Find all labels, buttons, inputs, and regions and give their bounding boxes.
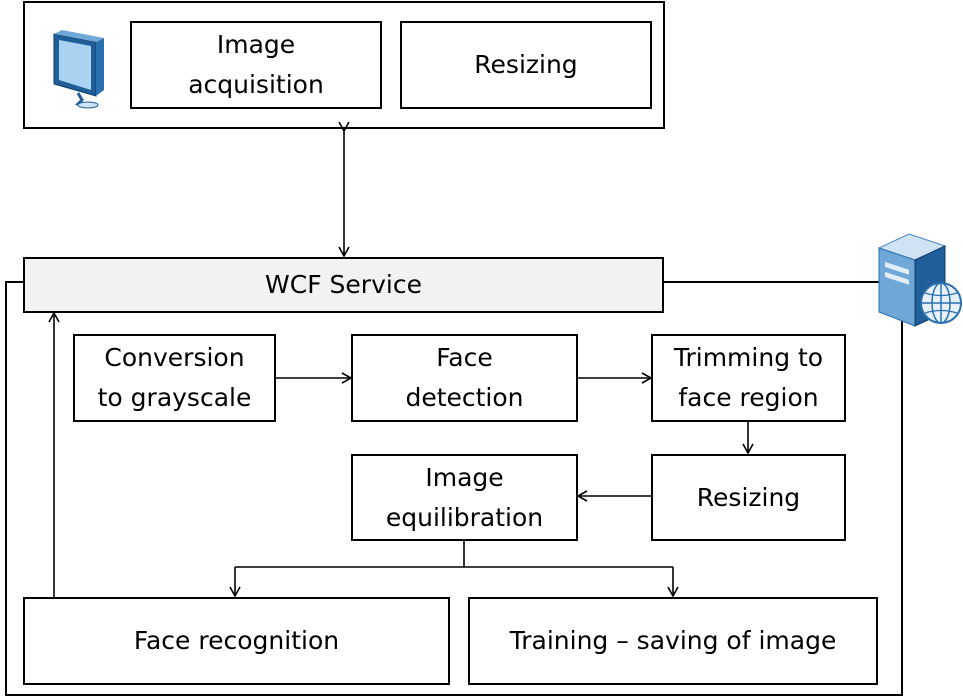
service-resizing-box: Resizing: [651, 454, 846, 541]
image-equilibration-label: Image equilibration: [385, 462, 544, 532]
client-resizing-box: Resizing: [400, 21, 652, 109]
face-detection-label: Face detection: [405, 343, 524, 412]
trimming-box: Trimming to face region: [651, 334, 846, 422]
conversion-grayscale-label: Conversion to grayscale: [97, 343, 252, 412]
trimming-label: Trimming to face region: [673, 343, 824, 412]
face-recognition-label: Face recognition: [133, 626, 340, 655]
image-equilibration-box: Image equilibration: [351, 454, 578, 541]
wcf-service-bar: WCF Service: [23, 257, 664, 313]
service-resizing-label: Resizing: [696, 482, 801, 512]
training-box: Training – saving of image: [468, 597, 878, 685]
training-label: Training – saving of image: [509, 626, 837, 655]
monitor-icon: [48, 28, 110, 114]
server-globe-icon: [873, 228, 963, 332]
image-acquisition-box: Image acquisition: [130, 21, 382, 109]
face-detection-box: Face detection: [351, 334, 578, 422]
wcf-service-label: WCF Service: [265, 270, 422, 299]
conversion-grayscale-box: Conversion to grayscale: [73, 334, 276, 422]
client-resizing-label: Resizing: [474, 50, 578, 79]
image-acquisition-label: Image acquisition: [188, 30, 324, 99]
face-recognition-box: Face recognition: [23, 597, 450, 685]
service-container: [5, 281, 903, 696]
